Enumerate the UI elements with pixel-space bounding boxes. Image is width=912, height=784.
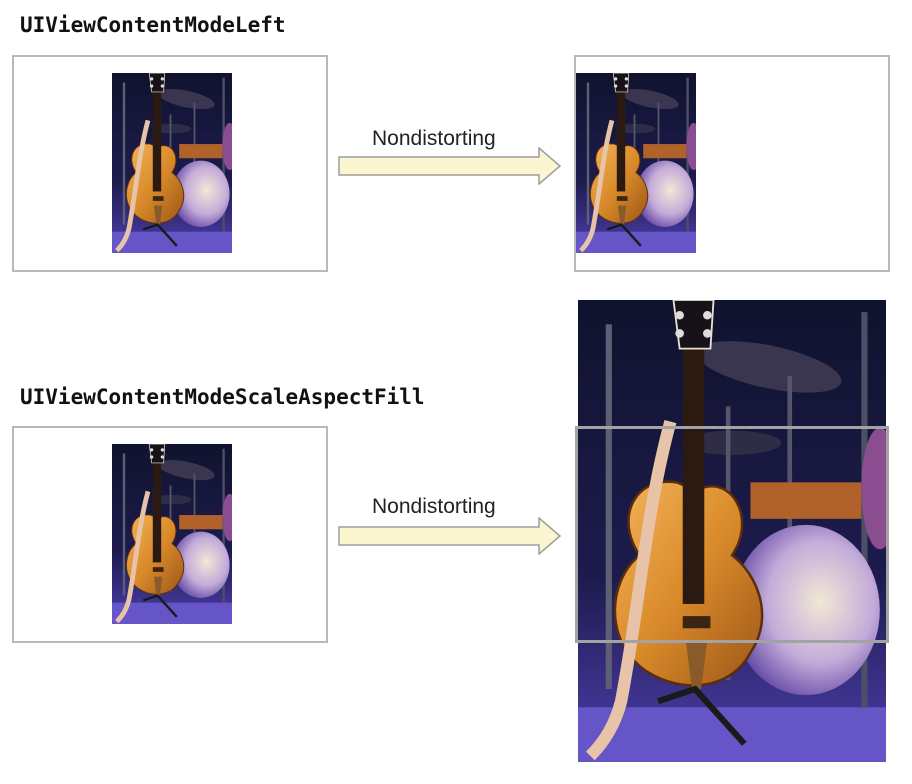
right-arrow-icon <box>338 517 562 555</box>
content-mode-scale-aspect-fill-title: UIViewContentModeScaleAspectFill <box>20 385 425 409</box>
content-mode-left-title: UIViewContentModeLeft <box>20 13 286 37</box>
source-view-frame-left <box>12 55 328 272</box>
guitar-photo-image <box>112 444 232 624</box>
source-view-frame-aspect-fill <box>12 426 328 643</box>
guitar-photo-image <box>112 73 232 253</box>
arrow-label: Nondistorting <box>372 127 496 150</box>
arrow-label: Nondistorting <box>372 495 496 518</box>
guitar-photo-image <box>576 73 696 253</box>
result-view-frame-aspect-fill <box>575 426 889 643</box>
result-view-frame-left <box>574 55 890 272</box>
right-arrow-icon <box>338 147 562 185</box>
